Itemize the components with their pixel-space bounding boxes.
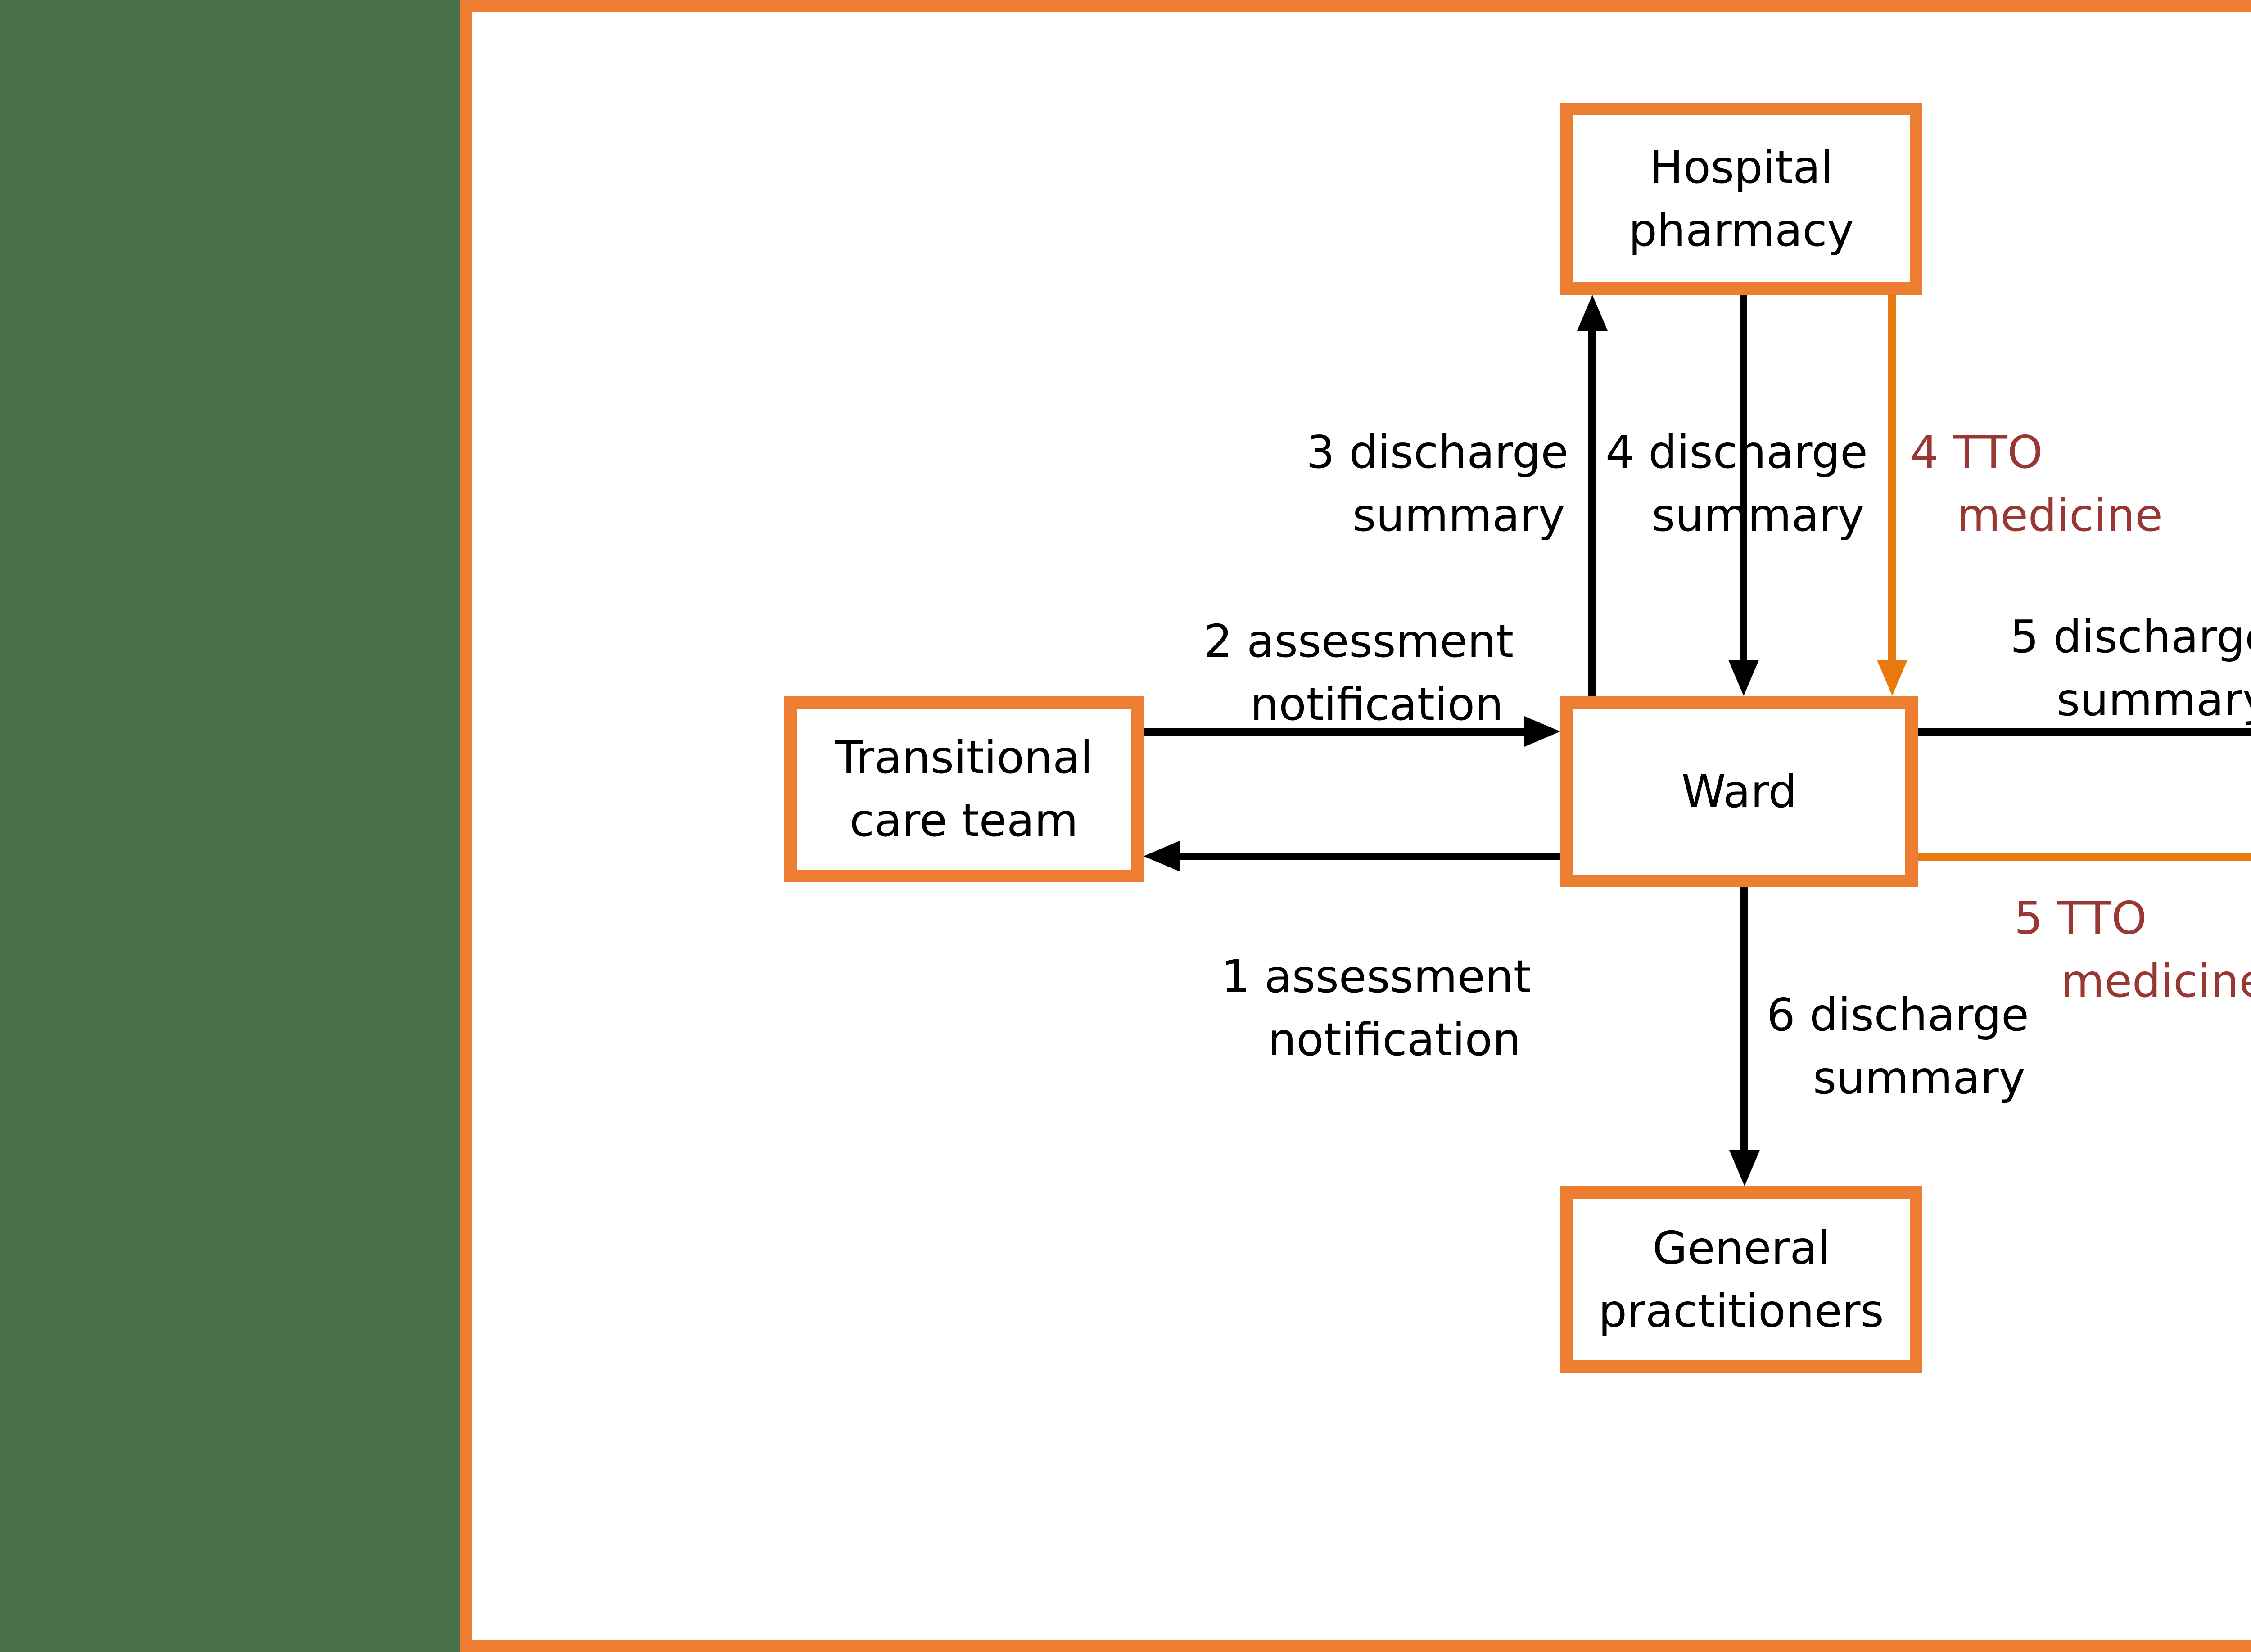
node-ward: Ward	[1560, 696, 1918, 887]
arrow-ward-to-gp-head-icon	[1729, 1150, 1760, 1186]
edge-label-3-discharge-summary: 3 discharge summary	[1306, 421, 1568, 547]
arrow-transitional-to-ward-line	[1144, 728, 1527, 736]
diagram-panel	[460, 0, 2251, 1652]
edge-label-1-assessment-notification: 1 assessment notification	[1221, 945, 1531, 1071]
edge-label-6-discharge-summary: 6 discharge summary	[1767, 984, 2029, 1110]
arrow-ward-to-transitional-head-icon	[1144, 841, 1180, 871]
arrow-ward-to-home-medicine-line	[1918, 853, 2251, 861]
edge-label-2-assessment-notification: 2 assessment notification	[1204, 610, 1514, 736]
edge-label-4-line1: 4 discharge	[1605, 426, 1868, 478]
arrow-pharmacy-to-ward-medicine-line	[1888, 295, 1896, 663]
arrow-transitional-to-ward-head-icon	[1524, 716, 1560, 747]
edge-label-4-discharge-summary: 4 discharge summary	[1605, 421, 1868, 547]
node-hospital-pharmacy: Hospital pharmacy	[1560, 103, 1922, 295]
edge-label-2-line1: 2 assessment	[1204, 615, 1514, 668]
edge-label-1-line1: 1 assessment	[1221, 950, 1532, 1003]
node-hospital-pharmacy-line2: pharmacy	[1628, 203, 1854, 257]
arrow-ward-to-home-line	[1918, 728, 2251, 736]
edge-label-2-line2: notification	[1250, 678, 1504, 731]
node-general-practitioners-line1: General	[1652, 1221, 1830, 1274]
edge-label-5-tto-line1: 5 TTO	[2014, 892, 2147, 944]
edge-label-4-tto-line1: 4 TTO	[1910, 426, 2043, 478]
edge-label-5-tto-medicine: 5 TTO medicine	[2014, 887, 2251, 1013]
edge-label-3-line1: 3 discharge	[1306, 426, 1568, 478]
arrow-ward-to-pharmacy-line	[1588, 328, 1596, 696]
node-transitional-care-team-line2: care team	[850, 794, 1078, 847]
node-hospital-pharmacy-line1: Hospital	[1649, 140, 1833, 194]
arrow-ward-to-pharmacy-head-icon	[1577, 295, 1608, 331]
edge-label-4-tto-line2: medicine	[1957, 489, 2163, 542]
edge-label-4-tto-medicine: 4 TTO medicine	[1910, 421, 2163, 547]
node-transitional-care-team-line1: Transitional	[835, 731, 1093, 784]
arrow-pharmacy-to-ward-line	[1740, 295, 1747, 663]
edge-label-6-line1: 6 discharge	[1767, 988, 2029, 1041]
arrow-pharmacy-to-ward-medicine-head-icon	[1877, 660, 1907, 696]
node-ward-label: Ward	[1681, 765, 1797, 818]
edge-label-3-line2: summary	[1352, 489, 1565, 542]
arrow-pharmacy-to-ward-head-icon	[1728, 660, 1759, 696]
edge-label-5-line1: 5 discharge	[2010, 610, 2251, 663]
edge-label-5-tto-line2: medicine	[2061, 955, 2251, 1007]
edge-label-1-line2: notification	[1268, 1013, 1521, 1066]
edge-label-5-discharge-summary: 5 discharge summary	[2010, 605, 2251, 731]
edge-label-6-line2: summary	[1813, 1052, 2025, 1104]
edge-label-4-line2: summary	[1652, 489, 1864, 542]
node-transitional-care-team: Transitional care team	[784, 696, 1144, 882]
arrow-ward-to-transitional-line	[1178, 853, 1560, 860]
node-general-practitioners-line2: practitioners	[1598, 1284, 1884, 1337]
edge-label-5-line2: summary	[2057, 673, 2251, 726]
node-general-practitioners: General practitioners	[1560, 1186, 1922, 1373]
arrow-ward-to-gp-line	[1740, 887, 1748, 1153]
